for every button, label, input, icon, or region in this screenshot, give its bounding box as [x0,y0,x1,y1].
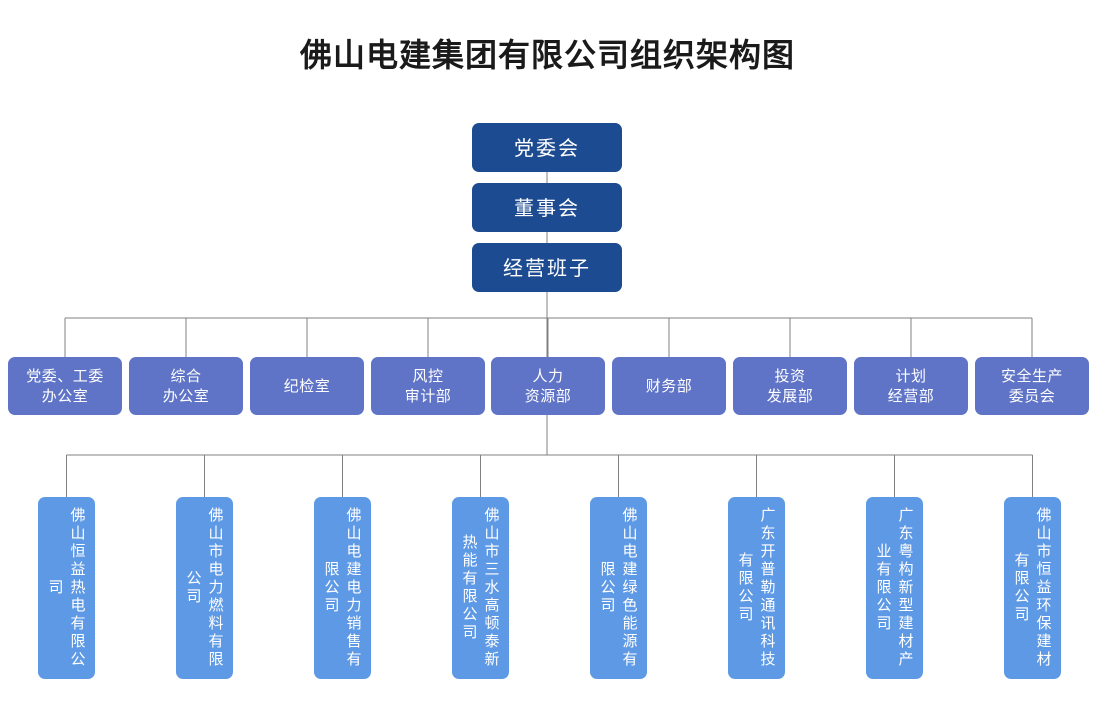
department-node-label: 计划 经营部 [887,367,935,405]
subsidiary-node-label: 广东开普勒通讯科技有限公司 [736,507,777,669]
subsidiary-node-label: 佛山市恒益环保建材有限公司 [1012,507,1053,669]
subsidiary-node-4[interactable]: 佛山市三水高顿泰新热能有限公司 [452,497,509,679]
department-node-3[interactable]: 纪检室 [250,357,364,415]
executive-node-label: 经营班子 [503,255,591,280]
department-node-8[interactable]: 计划 经营部 [854,357,968,415]
executive-node-label: 董事会 [514,195,580,220]
subsidiary-node-5[interactable]: 佛山电建绿色能源有限公司 [590,497,647,679]
department-node-9[interactable]: 安全生产 委员会 [975,357,1089,415]
department-node-label: 投资 发展部 [766,367,814,405]
department-node-1[interactable]: 党委、工委 办公室 [8,357,122,415]
subsidiary-node-8[interactable]: 佛山市恒益环保建材有限公司 [1004,497,1061,679]
page-title: 佛山电建集团有限公司组织架构图 [299,36,795,74]
department-node-2[interactable]: 综合 办公室 [129,357,243,415]
executive-node-2[interactable]: 董事会 [472,183,622,232]
subsidiary-node-label: 佛山电建绿色能源有限公司 [598,507,639,669]
department-node-label: 财务部 [645,377,693,395]
department-node-label: 人力 资源部 [524,367,572,405]
subsidiary-node-6[interactable]: 广东开普勒通讯科技有限公司 [728,497,785,679]
subsidiary-node-label: 佛山市电力燃料有限公司 [184,507,225,669]
subsidiary-node-label: 广东粤构新型建材产业有限公司 [874,507,915,669]
subsidiary-node-7[interactable]: 广东粤构新型建材产业有限公司 [866,497,923,679]
department-node-label: 安全生产 委员会 [1000,367,1063,405]
department-node-4[interactable]: 风控 审计部 [371,357,485,415]
department-node-6[interactable]: 财务部 [612,357,726,415]
department-node-label: 党委、工委 办公室 [26,367,104,405]
department-node-5[interactable]: 人力 资源部 [491,357,605,415]
executive-node-1[interactable]: 党委会 [472,123,622,172]
department-node-label: 纪检室 [283,377,331,395]
department-node-7[interactable]: 投资 发展部 [733,357,847,415]
subsidiary-node-label: 佛山市三水高顿泰新热能有限公司 [460,507,501,669]
executive-node-label: 党委会 [514,135,580,160]
subsidiary-node-2[interactable]: 佛山市电力燃料有限公司 [176,497,233,679]
subsidiary-node-3[interactable]: 佛山电建电力销售有限公司 [314,497,371,679]
department-node-label: 风控 审计部 [404,367,452,405]
subsidiary-node-label: 佛山恒益热电有限公司 [46,507,87,669]
subsidiary-node-label: 佛山电建电力销售有限公司 [322,507,363,669]
department-node-label: 综合 办公室 [162,367,210,405]
subsidiary-node-1[interactable]: 佛山恒益热电有限公司 [38,497,95,679]
executive-node-3[interactable]: 经营班子 [472,243,622,292]
